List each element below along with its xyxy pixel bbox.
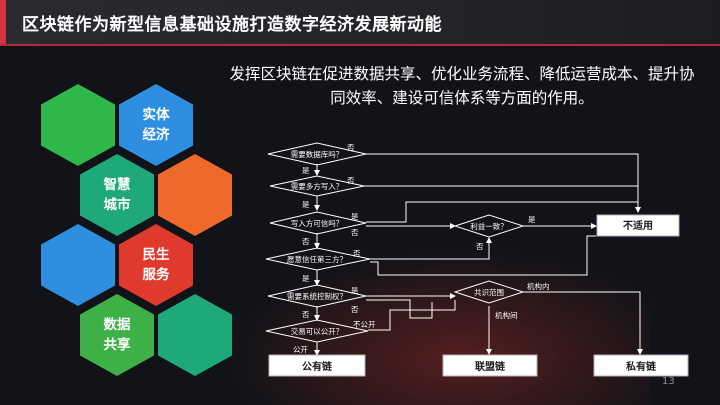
connector <box>366 299 433 319</box>
hexagon-label-line1: 民生 <box>142 247 170 263</box>
hexagon-orange <box>158 154 232 236</box>
decision-label: 需要多方写入？ <box>291 181 344 191</box>
branch-label: 是 <box>302 274 310 283</box>
decision-writers-trusted <box>269 211 367 235</box>
hexagon-smart-city: 智慧城市 <box>80 154 154 236</box>
branch-label: 否 <box>302 237 310 246</box>
decision-label: 需要数据库吗？ <box>291 149 344 159</box>
decision-need-database <box>267 142 367 166</box>
hexagon-label-line2: 服务 <box>142 267 170 283</box>
branch-label: 否 <box>347 143 355 152</box>
outcome-private-chain <box>593 354 689 377</box>
branch-label: 否 <box>302 310 310 319</box>
connector <box>523 291 643 355</box>
branch-label: 否 <box>351 305 359 314</box>
connector <box>370 235 596 276</box>
connector <box>366 201 638 223</box>
hexagon-label-line2: 城市 <box>103 197 131 213</box>
intro-text: 发挥区块链在促进数据共享、优化业务流程、降低运营成本、提升协同效率、建设可信体系… <box>229 65 695 107</box>
branch-label: 不公开 <box>353 320 376 329</box>
hexagon-label-line2: 经济 <box>142 127 170 143</box>
branch-label: 是 <box>302 200 310 209</box>
decision-label: 利益一致？ <box>470 221 508 231</box>
branch-label: 机构内 <box>527 281 550 291</box>
decision-label: 愿意信任第三方？ <box>287 254 347 264</box>
branch-label: 是 <box>302 166 310 175</box>
branch-label: 否 <box>353 249 361 258</box>
decision-transactions-public <box>265 319 369 343</box>
branch-label: 是 <box>351 212 359 221</box>
outcome-public-chain <box>268 354 366 377</box>
decision-label: 共识范围 <box>474 287 504 297</box>
decision-interests-aligned <box>453 214 525 238</box>
decision-label: 需要系统控制权？ <box>287 291 347 301</box>
decision-trust-third-party <box>265 247 371 271</box>
branch-label: 是 <box>351 286 359 295</box>
page-number: 13 <box>662 376 675 387</box>
outcome-label: 私有链 <box>625 360 657 373</box>
branch-label: 否 <box>351 228 359 237</box>
decision-label: 交易可以公开？ <box>291 326 344 336</box>
title-separator <box>0 44 720 46</box>
branch-label: 否 <box>476 242 484 251</box>
slide-title: 区块链作为新型信息基础设施打造数字经济发展新动能 <box>22 15 442 35</box>
branch-label: 公开 <box>293 345 308 354</box>
hexagon-label-line2: 共享 <box>103 337 131 353</box>
branch-label: 是 <box>528 215 536 224</box>
decision-consensus-scope <box>453 280 525 304</box>
decision-label: 写入方可信吗？ <box>291 218 344 228</box>
connector <box>370 237 492 260</box>
outcome-not-applicable <box>596 214 680 237</box>
outcome-label: 公有链 <box>302 360 333 373</box>
connector <box>365 153 641 213</box>
branch-label: 否 <box>347 176 355 185</box>
branch-label: 机构间 <box>495 310 518 320</box>
decision-multi-writer <box>269 175 365 197</box>
title-accent-bar <box>0 0 6 44</box>
decision-need-control <box>267 284 367 308</box>
outcome-consortium-chain <box>442 354 538 377</box>
hexagon-label-line1: 数据 <box>103 317 131 333</box>
hexagon-label-line1: 智慧 <box>103 177 131 193</box>
hexagon-label-line1: 实体 <box>142 107 170 123</box>
outcome-label: 联盟链 <box>475 360 506 373</box>
connector <box>368 300 456 331</box>
background-glow <box>230 250 650 405</box>
title-bar: 区块链作为新型信息基础设施打造数字经济发展新动能 <box>0 0 720 46</box>
outcome-label: 不适用 <box>623 219 653 232</box>
